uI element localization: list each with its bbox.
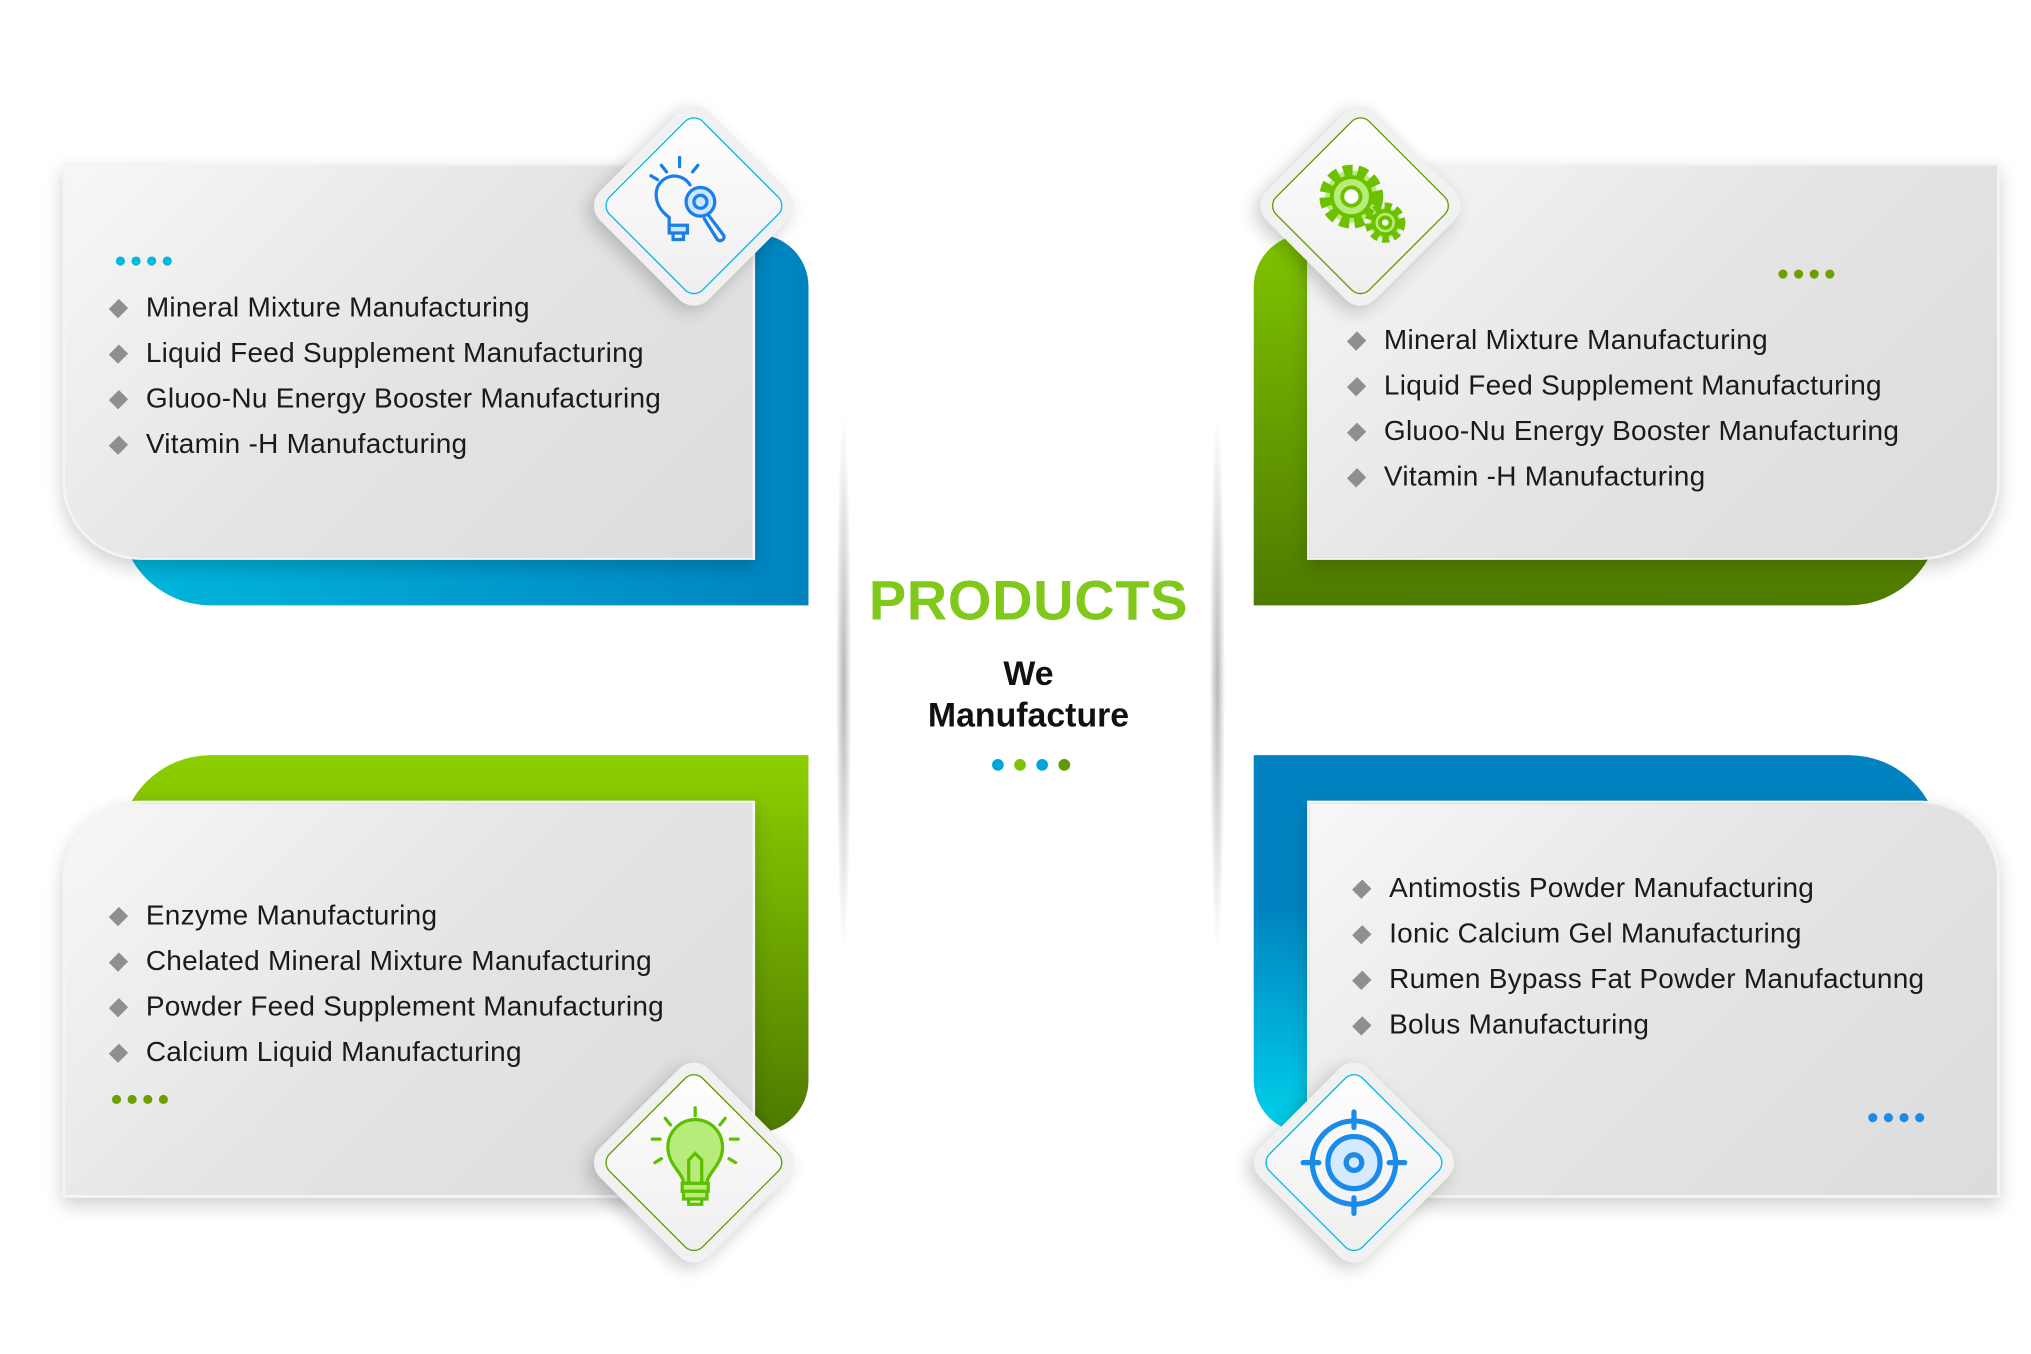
bullet-diamond-icon <box>1346 467 1367 487</box>
item-label: Bolus Manufacturing <box>1389 1008 1650 1041</box>
bullet-diamond-icon <box>108 389 129 409</box>
divider-left <box>835 410 852 957</box>
item-label: Powder Feed Supplement Manufacturing <box>145 990 664 1022</box>
lightbulb-icon <box>650 1106 740 1206</box>
item-label: Vitamin -H Manufacturing <box>145 428 468 460</box>
dots-top-right <box>1778 269 1835 279</box>
list-item: Vitamin -H Manufacturing <box>1346 454 1899 500</box>
target-icon <box>1300 1109 1408 1216</box>
bullet-diamond-icon <box>1352 878 1372 899</box>
list-item: Gluoo-Nu Energy Booster Manufacturing <box>108 376 662 422</box>
list-item: Mineral Mixture Manufacturing <box>108 285 661 331</box>
item-label: Gluoo-Nu Energy Booster Manufacturing <box>145 382 662 415</box>
list-item: Powder Feed Supplement Manufacturing <box>108 984 664 1030</box>
list-item: Enzyme Manufacturing <box>108 893 664 939</box>
list-item: Calcium Liquid Manufacturing <box>108 1030 664 1076</box>
lightbulb-search-icon <box>649 155 726 243</box>
bullet-diamond-icon <box>108 434 129 455</box>
bullet-diamond-icon <box>108 343 129 364</box>
list-item: Bolus Manufacturing <box>1352 1002 1924 1048</box>
center-dots <box>992 759 1071 771</box>
item-label: Antimostis Powder Manufacturing <box>1389 872 1815 904</box>
item-label: Liquid Feed Supplement Manufacturing <box>145 337 644 369</box>
item-label: Liquid Feed Supplement Manufacturing <box>1383 369 1882 401</box>
bullet-diamond-icon <box>1352 970 1372 990</box>
item-label: Enzyme Manufacturing <box>145 899 438 931</box>
panel-card-bottom-right <box>1307 800 2000 1198</box>
item-label: Mineral Mixture Manufacturing <box>145 291 530 323</box>
center-title: PRODUCTS <box>868 570 1189 633</box>
bullet-diamond-icon <box>108 997 129 1017</box>
list-item: Chelated Mineral Mixture Manufacturing <box>108 939 664 985</box>
list-item: Liquid Feed Supplement Manufacturing <box>108 331 661 377</box>
list-item: Gluoo-Nu Energy Booster Manufacturing <box>1346 409 1900 455</box>
bullet-diamond-icon <box>108 298 129 318</box>
item-label: Calcium Liquid Manufacturing <box>145 1036 522 1068</box>
list-item: Rumen Bypass Fat Powder Manufactunng <box>1352 957 1925 1003</box>
bullet-diamond-icon <box>1346 376 1367 396</box>
bullet-diamond-icon <box>1346 330 1367 351</box>
dots-bottom-left <box>111 1094 168 1105</box>
item-label: Rumen Bypass Fat Powder Manufactunng <box>1389 963 1925 995</box>
product-list-bottom-right: Antimostis Powder Manufacturing Ionic Ca… <box>1352 866 1925 1048</box>
list-item: Liquid Feed Supplement Manufacturing <box>1346 363 1899 409</box>
list-item: Vitamin -H Manufacturing <box>108 422 661 468</box>
divider-right <box>1209 410 1226 957</box>
center-subtitle-line1: We <box>1003 653 1054 693</box>
gears-icon <box>1319 164 1406 243</box>
bullet-diamond-icon <box>1346 421 1367 442</box>
item-label: Vitamin -H Manufacturing <box>1383 460 1706 493</box>
bullet-diamond-icon <box>1352 1015 1372 1035</box>
list-item: Mineral Mixture Manufacturing <box>1346 318 1899 364</box>
item-label: Gluoo-Nu Energy Booster Manufacturing <box>1383 415 1900 447</box>
item-label: Ionic Calcium Gel Manufacturing <box>1389 917 1802 950</box>
product-list-top-left: Mineral Mixture Manufacturing Liquid Fee… <box>108 285 662 468</box>
dots-top-left <box>115 256 172 266</box>
product-list-bottom-left: Enzyme Manufacturing Chelated Mineral Mi… <box>108 893 664 1076</box>
bullet-diamond-icon <box>1352 924 1372 944</box>
product-list-top-right: Mineral Mixture Manufacturing Liquid Fee… <box>1346 318 1900 500</box>
item-label: Chelated Mineral Mixture Manufacturing <box>145 945 653 977</box>
dots-bottom-right <box>1868 1113 1925 1123</box>
bullet-diamond-icon <box>108 951 129 972</box>
center-subtitle-line2: Manufacture <box>927 695 1130 735</box>
item-label: Mineral Mixture Manufacturing <box>1383 324 1768 356</box>
bullet-diamond-icon <box>108 1042 129 1063</box>
list-item: Ionic Calcium Gel Manufacturing <box>1352 911 1924 957</box>
list-item: Antimostis Powder Manufacturing <box>1352 866 1924 912</box>
bullet-diamond-icon <box>108 906 129 926</box>
